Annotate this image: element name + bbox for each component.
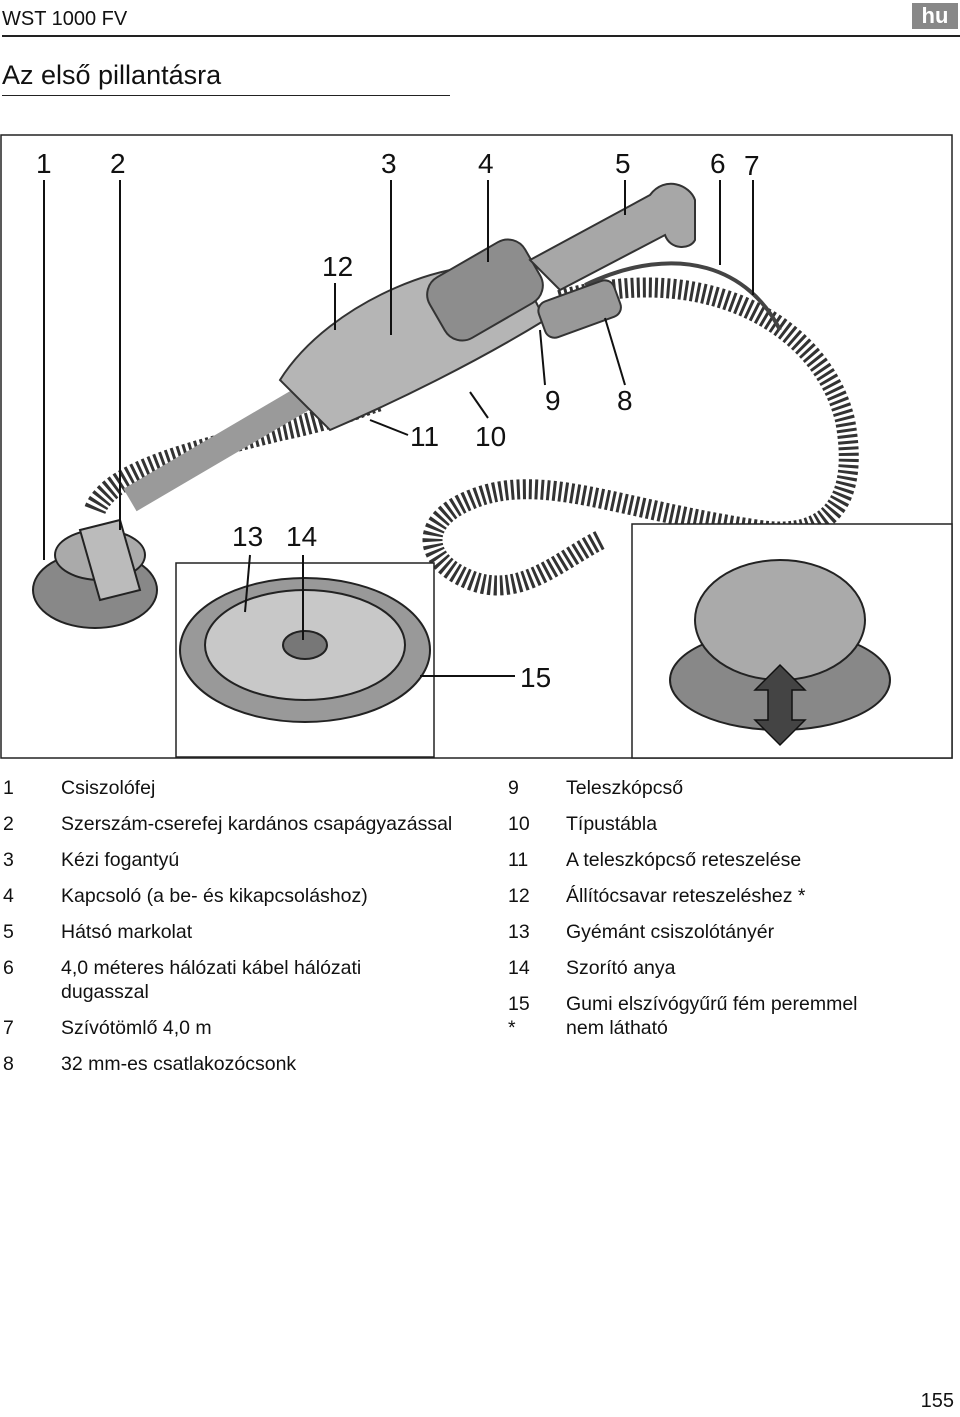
callout-10: 10 <box>475 421 506 452</box>
gimbal-bracket <box>78 518 142 602</box>
callout-2: 2 <box>110 148 126 179</box>
callout-11: 11 <box>410 421 439 452</box>
footnote: *nem látható <box>508 1017 668 1039</box>
callout-4: 4 <box>478 148 494 179</box>
callout-7: 7 <box>744 150 760 181</box>
callout-8: 8 <box>617 385 633 416</box>
callout-13: 13 <box>232 521 263 552</box>
power-cable <box>584 261 782 331</box>
header-rule <box>2 35 960 37</box>
rear-handle <box>528 182 696 292</box>
connector <box>537 279 622 339</box>
callout-12: 12 <box>322 251 353 282</box>
suction-hose-loop <box>422 277 859 596</box>
lang-badge: hu <box>912 3 958 29</box>
clamping-nut <box>282 630 328 660</box>
callout-9: 9 <box>545 385 561 416</box>
callout-6: 6 <box>710 148 726 179</box>
callout-1: 1 <box>36 148 52 179</box>
callout-3: 3 <box>381 148 397 179</box>
leader-lines <box>43 180 754 677</box>
callout-15: 15 <box>520 662 551 693</box>
tool-illustration: 1 2 3 4 5 6 7 8 9 10 11 12 13 14 15 <box>0 134 953 759</box>
figure-frame <box>0 134 953 759</box>
callout-5: 5 <box>615 148 631 179</box>
height-adjust-arrow <box>753 663 807 747</box>
head-body <box>694 559 866 681</box>
section-title: Az első pillantásra <box>2 60 222 90</box>
page-number: 155 <box>920 1390 954 1412</box>
callout-14: 14 <box>286 521 317 552</box>
header-model: WST 1000 FV <box>2 8 128 30</box>
title-rule <box>2 95 450 96</box>
